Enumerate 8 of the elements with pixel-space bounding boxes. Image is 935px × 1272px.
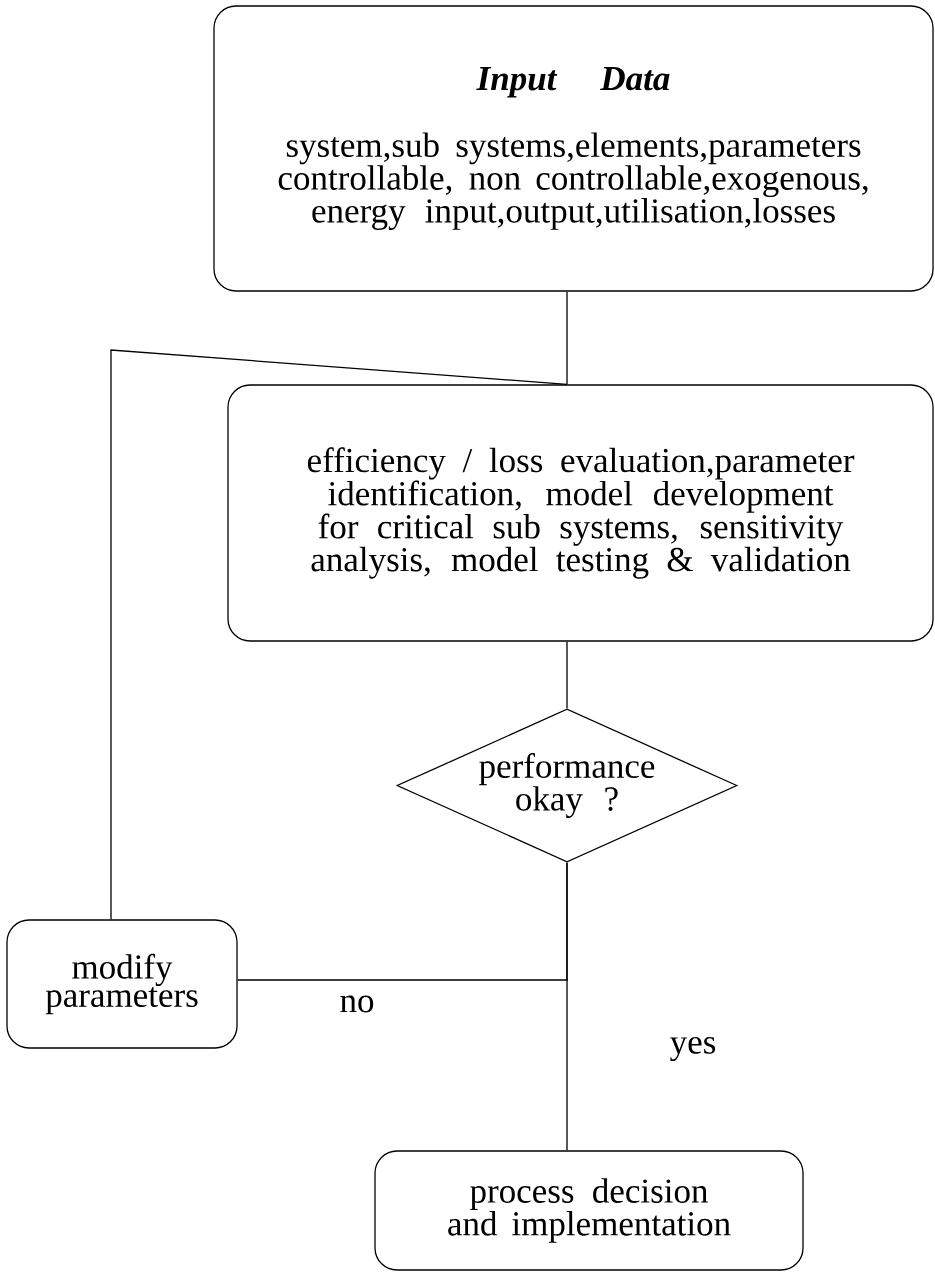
connector-line bbox=[110, 349, 568, 920]
connector-line bbox=[566, 291, 568, 385]
process-box: modify parameters bbox=[6, 919, 238, 1049]
process-box: Input Data system,sub systems,elements,parameters controllable, non controllable,exogenous, energy input,output,utilisation,losses bbox=[213, 5, 934, 292]
connector-line bbox=[566, 641, 568, 709]
connector-line bbox=[566, 862, 568, 1151]
process-box: process decision and implementation bbox=[374, 1150, 804, 1271]
process-box: efficiency / loss evaluation,parameter identification, model development for critical sub systems, sensitivity analysis, model testing & validation bbox=[227, 384, 934, 642]
